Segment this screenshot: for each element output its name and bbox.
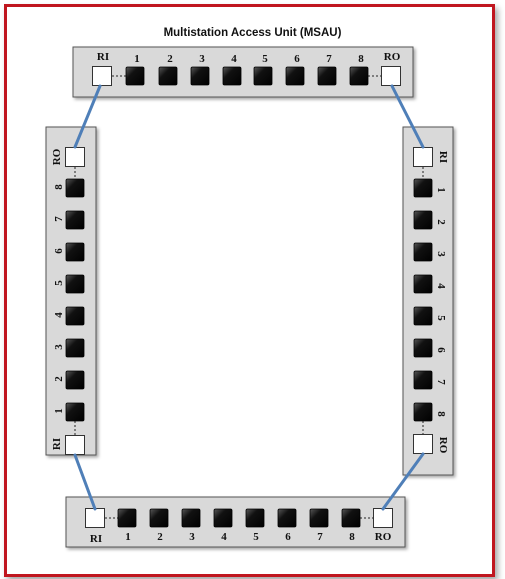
left-port-label-3: 3 <box>53 344 65 350</box>
bottom-port-8 <box>341 508 361 528</box>
left-ring-in-port <box>65 435 85 455</box>
left-port-8 <box>65 178 85 198</box>
cable-left-ro-to-top-ri <box>73 84 102 149</box>
top-port-label-3: 3 <box>199 53 205 65</box>
right-port-label-8: 8 <box>435 411 447 417</box>
top-port-1 <box>125 66 145 86</box>
right-ro-label: RO <box>437 437 449 454</box>
left-port-1 <box>65 402 85 422</box>
right-port-1 <box>413 178 433 198</box>
right-ring-out-port <box>413 434 433 454</box>
right-port-5 <box>413 306 433 326</box>
top-port-label-1: 1 <box>134 53 140 65</box>
top-port-label-7: 7 <box>326 53 332 65</box>
left-port-2 <box>65 370 85 390</box>
bottom-port-label-8: 8 <box>349 531 355 543</box>
left-port-6 <box>65 242 85 262</box>
top-port-4 <box>222 66 242 86</box>
right-port-label-1: 1 <box>435 187 447 193</box>
left-port-4 <box>65 306 85 326</box>
left-port-5 <box>65 274 85 294</box>
bottom-port-label-2: 2 <box>157 531 163 543</box>
left-ri-label: RI <box>51 438 63 450</box>
left-port-label-1: 1 <box>53 408 65 414</box>
left-port-label-6: 6 <box>53 248 65 254</box>
right-ri-label: RI <box>437 151 449 163</box>
bottom-ro-label: RO <box>375 531 392 543</box>
right-port-label-5: 5 <box>435 315 447 321</box>
bottom-port-label-1: 1 <box>125 531 131 543</box>
bottom-port-6 <box>277 508 297 528</box>
top-port-label-5: 5 <box>262 53 268 65</box>
left-port-label-4: 4 <box>53 312 65 318</box>
top-ro-label: RO <box>384 51 401 63</box>
right-port-label-6: 6 <box>435 347 447 353</box>
right-port-label-3: 3 <box>435 251 447 257</box>
left-ro-label: RO <box>51 148 63 165</box>
right-port-7 <box>413 370 433 390</box>
bottom-port-label-7: 7 <box>317 531 323 543</box>
bottom-port-3 <box>181 508 201 528</box>
top-port-label-8: 8 <box>358 53 364 65</box>
right-port-label-7: 7 <box>435 379 447 385</box>
cable-top-ro-to-right-ri <box>390 84 425 149</box>
right-port-label-2: 2 <box>435 219 447 225</box>
right-port-4 <box>413 274 433 294</box>
top-port-2 <box>158 66 178 86</box>
right-port-2 <box>413 210 433 230</box>
bottom-port-1 <box>117 508 137 528</box>
top-port-8 <box>349 66 369 86</box>
right-ring-in-port <box>413 147 433 167</box>
right-port-label-4: 4 <box>435 283 447 289</box>
diagram-title: Multistation Access Unit (MSAU) <box>163 27 342 39</box>
top-ring-in-port <box>92 66 112 86</box>
top-port-6 <box>285 66 305 86</box>
bottom-port-label-4: 4 <box>221 531 227 543</box>
left-port-3 <box>65 338 85 358</box>
left-port-label-7: 7 <box>53 216 65 222</box>
left-ring-out-port <box>65 147 85 167</box>
bottom-port-label-6: 6 <box>285 531 291 543</box>
left-port-label-5: 5 <box>53 280 65 286</box>
bottom-port-2 <box>149 508 169 528</box>
top-port-label-6: 6 <box>294 53 300 65</box>
bottom-port-4 <box>213 508 233 528</box>
left-port-7 <box>65 210 85 230</box>
top-ring-out-port <box>381 66 401 86</box>
cable-right-ro-to-bottom-ro <box>381 452 425 511</box>
bottom-ri-label: RI <box>90 533 102 545</box>
right-port-8 <box>413 402 433 422</box>
left-port-label-8: 8 <box>53 184 65 190</box>
bottom-port-5 <box>245 508 265 528</box>
top-ri-label: RI <box>97 51 109 63</box>
top-port-3 <box>190 66 210 86</box>
bottom-port-7 <box>309 508 329 528</box>
cable-bottom-ri-to-left-ri <box>73 453 97 511</box>
bottom-ring-in-port <box>85 508 105 528</box>
top-port-7 <box>317 66 337 86</box>
bottom-port-label-5: 5 <box>253 531 259 543</box>
bottom-ring-out-port <box>373 508 393 528</box>
right-port-3 <box>413 242 433 262</box>
top-port-label-4: 4 <box>231 53 237 65</box>
bottom-port-label-3: 3 <box>189 531 195 543</box>
top-port-label-2: 2 <box>167 53 173 65</box>
left-port-label-2: 2 <box>53 376 65 382</box>
top-port-5 <box>253 66 273 86</box>
right-port-6 <box>413 338 433 358</box>
